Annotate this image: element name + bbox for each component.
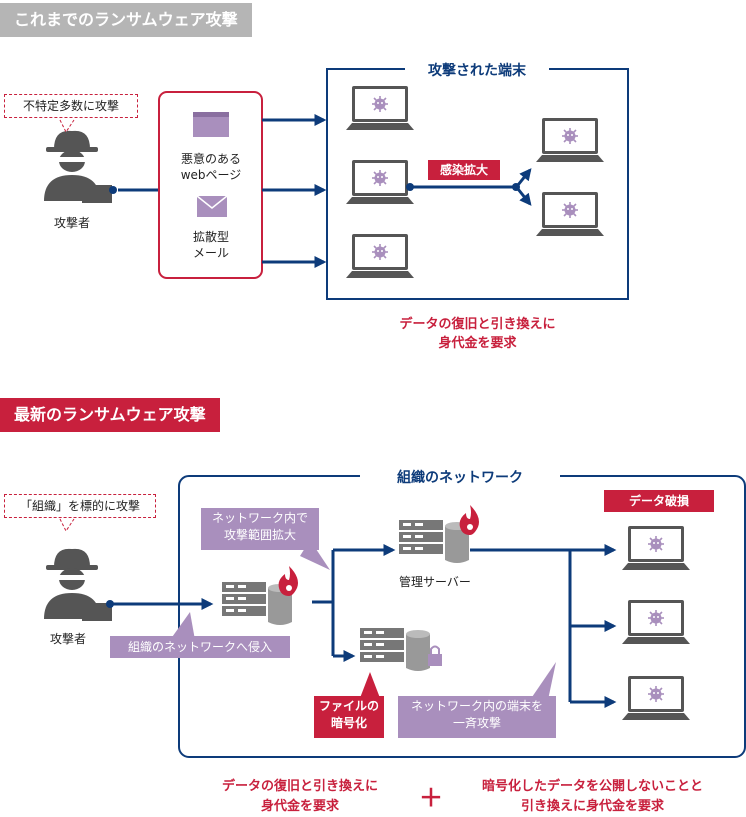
new-laptop-3 xyxy=(622,676,690,720)
web-label-1: 悪意のある xyxy=(180,152,241,166)
bubble-intrude-pointer xyxy=(170,612,195,640)
bubble-encrypt: ファイルの 暗号化 xyxy=(314,696,384,738)
new-target-label: 「組織」を標的に攻撃 xyxy=(4,494,156,518)
network-title: 組織のネットワーク xyxy=(397,470,523,486)
plus-sign: ＋ xyxy=(419,784,443,812)
new-attacker-label: 攻撃者 xyxy=(49,632,86,646)
bubble-encrypt-line-1: ファイルの xyxy=(318,699,379,713)
spread-arrows xyxy=(406,168,532,206)
bubble-encrypt-pointer xyxy=(360,672,380,698)
new-target-pointer xyxy=(59,518,75,532)
bubble-encrypt-line-2: 暗号化 xyxy=(330,716,367,730)
new-laptop-2 xyxy=(622,600,690,644)
bubble-bulk: ネットワーク内の端末を 一斉攻撃 xyxy=(398,696,556,738)
old-ransom-1: データの復旧と引き換えに xyxy=(399,317,556,332)
web-page-icon xyxy=(193,112,229,137)
new-ransom-1: データの復旧と引き換えに xyxy=(221,779,378,794)
mail-label-1: 拡散型 xyxy=(192,230,229,244)
old-attacker-icon xyxy=(44,130,112,203)
bubble-bulk-line-1: ネットワーク内の端末を xyxy=(410,699,543,713)
old-laptop-4 xyxy=(536,118,604,162)
damage-label: データ破損 xyxy=(604,490,714,512)
old-vector-box xyxy=(158,91,263,279)
encrypted-server-icon xyxy=(360,628,442,671)
old-box-title: 攻撃された端末 xyxy=(428,63,526,79)
new-header: 最新のランサムウェア攻撃 xyxy=(0,398,220,432)
network-paths xyxy=(312,544,617,708)
publish-1: 暗号化したデータを公開しないことと xyxy=(481,779,703,794)
old-target-label: 不特定多数に攻撃 xyxy=(4,94,138,118)
entry-server-icon xyxy=(222,566,298,625)
new-attacker-icon xyxy=(44,548,112,621)
old-ransom-2: 身代金を要求 xyxy=(438,336,517,351)
new-laptop-1 xyxy=(622,526,690,570)
bubble-expand: ネットワーク内で 攻撃範囲拡大 xyxy=(201,508,319,550)
old-laptop-3 xyxy=(346,234,414,278)
mgmt-server-icon xyxy=(399,505,479,563)
old-target-pointer xyxy=(59,119,75,133)
bubble-bulk-line-2: 一斉攻撃 xyxy=(452,716,501,730)
publish-2: 引き換えに身代金を要求 xyxy=(520,799,664,814)
old-header: これまでのランサムウェア攻撃 xyxy=(0,3,252,37)
bubble-expand-line-2: 攻撃範囲拡大 xyxy=(223,528,296,542)
old-arrows xyxy=(262,114,327,268)
bubble-intrude: 組織のネットワークへ侵入 xyxy=(110,636,290,658)
old-attacker-label: 攻撃者 xyxy=(53,216,90,230)
server-label: 管理サーバー xyxy=(399,575,471,589)
bubble-expand-line-1: ネットワーク内で xyxy=(211,511,308,525)
web-label-2: webページ xyxy=(180,168,242,182)
old-laptop-5 xyxy=(536,192,604,236)
spread-label: 感染拡大 xyxy=(428,160,500,180)
old-laptop-2 xyxy=(346,160,414,204)
mail-label-2: メール xyxy=(192,246,229,260)
new-ransom-2: 身代金を要求 xyxy=(260,799,339,814)
old-laptop-1 xyxy=(346,86,414,130)
mail-icon xyxy=(196,195,228,217)
bubble-bulk-pointer xyxy=(530,662,556,700)
